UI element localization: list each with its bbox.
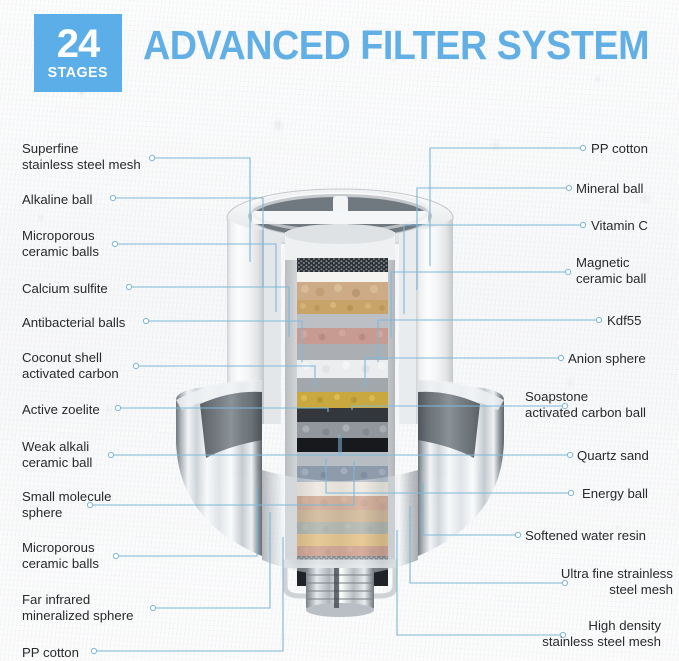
leader-dot (109, 194, 117, 202)
label-anion-sphere: Anion sphere (568, 351, 646, 366)
leader-dot (557, 354, 565, 362)
leader-dot (86, 501, 94, 509)
leader-line (396, 530, 563, 636)
leader-line (116, 487, 258, 557)
leader-line (377, 319, 599, 362)
leader-dot (561, 402, 569, 410)
leader-line (129, 286, 290, 337)
leader-dot (566, 451, 574, 459)
stages-word: STAGES (47, 64, 109, 81)
label-superfine-stainless-steel-mesh: Superfine stainless steel mesh (22, 141, 141, 172)
leader-line (118, 407, 329, 412)
leader-line (364, 357, 561, 386)
label-softened-water-resin: Softened water resin (525, 528, 646, 543)
leader-dot (149, 604, 157, 612)
label-alkaline-ball: Alkaline ball (22, 192, 93, 207)
page-title: ADVANCED FILTER SYSTEM (143, 22, 650, 68)
leader-line (409, 506, 565, 584)
leader-dot (579, 144, 587, 152)
leader-dot (148, 154, 156, 162)
label-antibacterial-balls: Antibacterial balls (22, 315, 126, 330)
leader-line (429, 147, 583, 266)
label-high-density-stainless-steel-mesh: High density stainless steel mesh (542, 618, 661, 649)
label-far-infrared-mineralized-sphere: Far infrared mineralized sphere (22, 592, 134, 623)
leader-dot (561, 579, 569, 587)
leader-dot (111, 240, 119, 248)
label-mineral-ball: Mineral ball (576, 181, 644, 196)
stages-number: 24 (56, 22, 100, 66)
leader-dot (112, 552, 120, 560)
label-pp-cotton: PP cotton (22, 645, 79, 660)
label-soapstone-activated-carbon-ball: Soapstone activated carbon ball (525, 389, 646, 420)
filter-threaded-outlet (306, 568, 374, 617)
label-microporous-ceramic-balls: Microporous ceramic balls (22, 228, 99, 259)
header-banner: 24 STAGES ADVANCED FILTER SYSTEM (0, 0, 679, 110)
leader-line (90, 462, 355, 506)
label-calcium-sulfite: Calcium sulfite (22, 281, 108, 296)
label-coconut-shell-activated-carbon: Coconut shell activated carbon (22, 350, 119, 381)
leader-dot (514, 531, 522, 539)
leader-dot (567, 489, 575, 497)
leader-line (113, 197, 264, 287)
leader-line (111, 437, 342, 456)
label-energy-ball: Energy ball (582, 486, 648, 501)
leader-dot (90, 647, 98, 655)
leader-line (338, 434, 570, 456)
label-kdf55: Kdf55 (607, 313, 642, 328)
leader-line (136, 365, 316, 387)
leader-dot (125, 283, 133, 291)
leader-dot (579, 221, 587, 229)
leader-line (390, 271, 568, 338)
leader-line (115, 243, 277, 312)
leader-dot (595, 316, 603, 324)
leader-dot (559, 631, 567, 639)
leader-dot (107, 451, 115, 459)
label-quartz-sand: Quartz sand (577, 448, 649, 463)
label-weak-alkali-ceramic-ball: Weak alkali ceramic ball (22, 439, 93, 470)
stages-badge: 24 STAGES (34, 14, 122, 92)
leader-line (325, 458, 571, 494)
leader-dot (142, 317, 150, 325)
label-ultra-fine-strainless-steel-mesh: Ultra fine strainless steel mesh (560, 566, 673, 597)
label-small-molecule-sphere: Small molecule sphere (22, 489, 112, 520)
leader-dot (114, 404, 122, 412)
leader-dot (132, 362, 140, 370)
label-magnetic-ceramic-ball: Magnetic ceramic ball (576, 255, 647, 286)
leader-line (153, 512, 271, 609)
filter-outer-shell (227, 218, 453, 424)
leader-line (422, 482, 518, 536)
label-pp-cotton: PP cotton (591, 141, 648, 156)
label-microporous-ceramic-balls: Microporous ceramic balls (22, 540, 99, 571)
leader-line (146, 320, 303, 362)
leader-line (416, 187, 569, 290)
leader-dot (565, 184, 573, 192)
label-active-zoelite: Active zoelite (22, 402, 100, 417)
leader-line (403, 224, 583, 314)
leader-line (152, 157, 251, 262)
leader-line (94, 537, 284, 652)
leader-dot (564, 268, 572, 276)
leader-line (351, 405, 565, 410)
label-vitamin-c: Vitamin C (591, 218, 648, 233)
